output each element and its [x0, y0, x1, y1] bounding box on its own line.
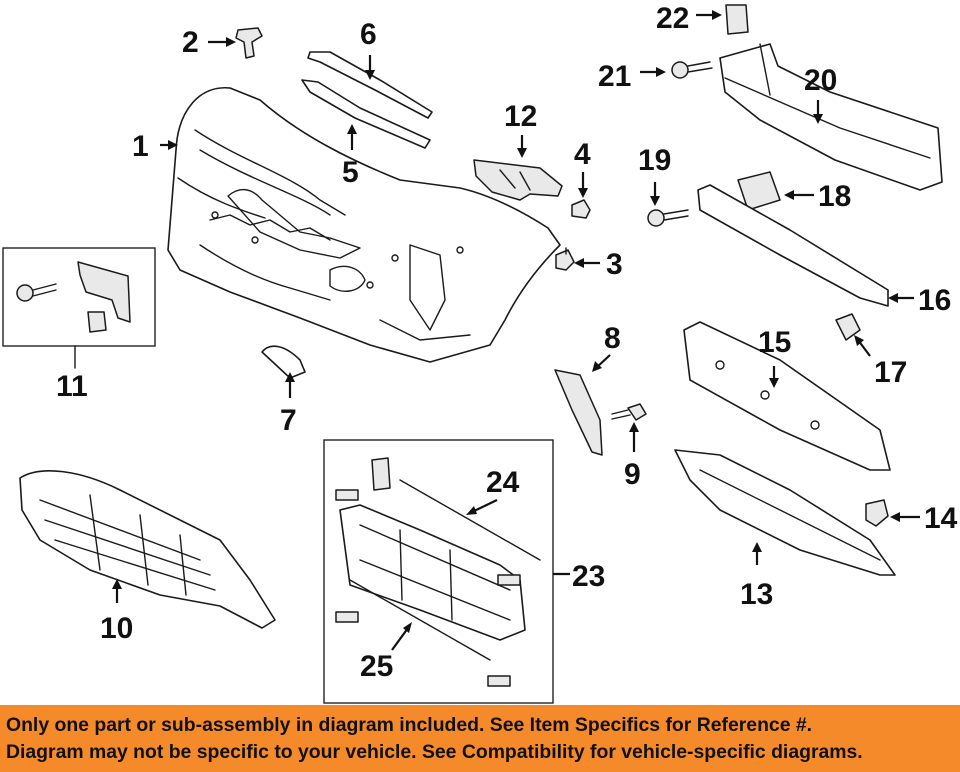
callout-21: 21 — [598, 60, 631, 93]
callout-labels: 1 2 6 5 12 4 3 11 7 8 9 10 22 21 20 19 1… — [56, 2, 958, 683]
callout-9: 9 — [624, 458, 641, 491]
part-molding-5 — [301, 79, 431, 149]
callout-13: 13 — [740, 578, 773, 611]
part-bolt-19 — [647, 209, 689, 227]
part-absorber-bar — [697, 184, 889, 307]
callout-4: 4 — [574, 138, 591, 171]
disclaimer-banner: Only one part or sub-assembly in diagram… — [0, 705, 960, 772]
part-clip-3 — [555, 247, 575, 271]
part-lower-grille — [19, 470, 276, 629]
callout-14: 14 — [924, 502, 958, 535]
part-nut-17 — [835, 313, 861, 341]
disclaimer-line-1: Only one part or sub-assembly in diagram… — [6, 714, 813, 736]
part-tow-cover — [261, 345, 306, 379]
callout-1: 1 — [132, 130, 149, 163]
callout-19: 19 — [638, 144, 671, 177]
disclaimer-line-2: Diagram may not be specific to your vehi… — [6, 741, 863, 763]
callout-16: 16 — [918, 284, 951, 317]
part-bolt-9 — [611, 403, 647, 421]
callout-3: 3 — [606, 248, 623, 281]
part-lower-support — [674, 449, 896, 576]
part-clip-14 — [865, 499, 889, 527]
callout-7: 7 — [280, 404, 297, 437]
part-molding-6 — [307, 51, 433, 119]
part-clip-4 — [571, 199, 591, 219]
callout-17: 17 — [874, 356, 907, 389]
callout-25: 25 — [360, 650, 393, 683]
part-clip-2 — [235, 27, 263, 59]
leader-lines — [112, 10, 920, 651]
part-reinforcement-bar — [719, 43, 943, 191]
callout-8: 8 — [604, 322, 621, 355]
part-bracket-18 — [737, 171, 781, 211]
callout-6: 6 — [360, 18, 377, 51]
part-energy-absorber — [683, 321, 891, 471]
part-license-bracket-kit — [2, 247, 156, 347]
callout-2: 2 — [182, 26, 199, 59]
callout-5: 5 — [342, 156, 359, 189]
part-bracket-22 — [725, 4, 749, 35]
callout-12: 12 — [504, 100, 537, 133]
part-side-bracket — [473, 159, 563, 201]
callout-23: 23 — [572, 560, 605, 593]
part-bolt-21 — [671, 61, 713, 79]
callout-11: 11 — [56, 370, 88, 403]
part-bumper-cover — [167, 87, 561, 363]
callout-15: 15 — [758, 326, 791, 359]
callout-10: 10 — [100, 612, 133, 645]
callout-20: 20 — [804, 64, 837, 97]
parts-diagram: 1 2 6 5 12 4 3 11 7 8 9 10 22 21 20 19 1… — [2, 2, 958, 704]
callout-18: 18 — [818, 180, 851, 213]
part-garnish-8 — [554, 369, 603, 456]
callout-22: 22 — [656, 2, 689, 35]
part-grille-assembly — [323, 439, 554, 704]
callout-24: 24 — [486, 466, 520, 499]
